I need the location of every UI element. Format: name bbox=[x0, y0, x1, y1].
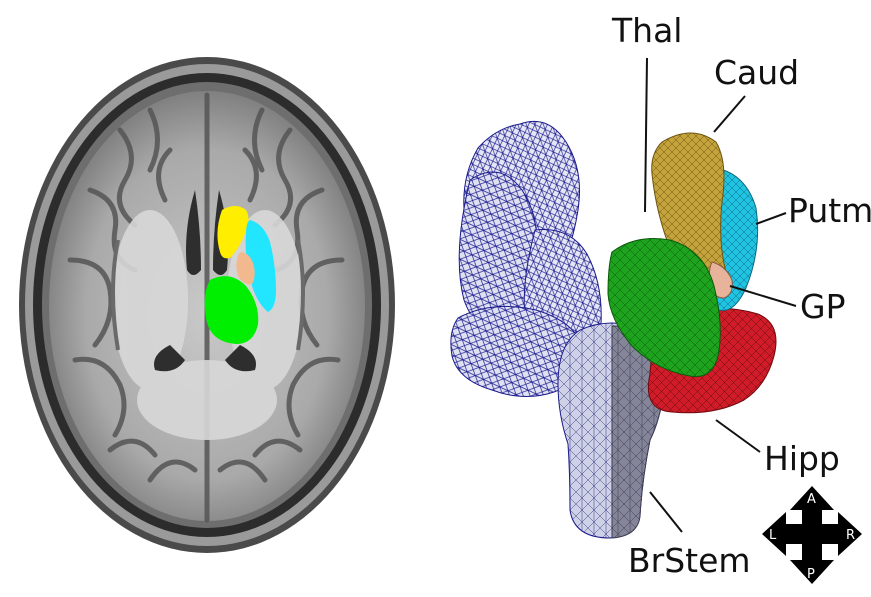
label-brstem: BrStem bbox=[628, 541, 751, 580]
arrow-label-anterior: A bbox=[807, 492, 816, 507]
label-thal: Thal bbox=[611, 11, 682, 50]
label-gp: GP bbox=[800, 287, 845, 326]
arrow-label-left: L bbox=[769, 528, 777, 543]
label-putm: Putm bbox=[788, 191, 871, 230]
arrow-label-right: R bbox=[846, 528, 855, 543]
label-hipp: Hipp bbox=[764, 439, 840, 478]
mesh-rendering bbox=[451, 121, 776, 538]
label-caud: Caud bbox=[714, 53, 799, 92]
arrow-label-posterior: P bbox=[807, 567, 815, 582]
mri-axial-slice bbox=[19, 57, 395, 553]
orientation-arrows-icon: A P L R bbox=[762, 486, 862, 584]
